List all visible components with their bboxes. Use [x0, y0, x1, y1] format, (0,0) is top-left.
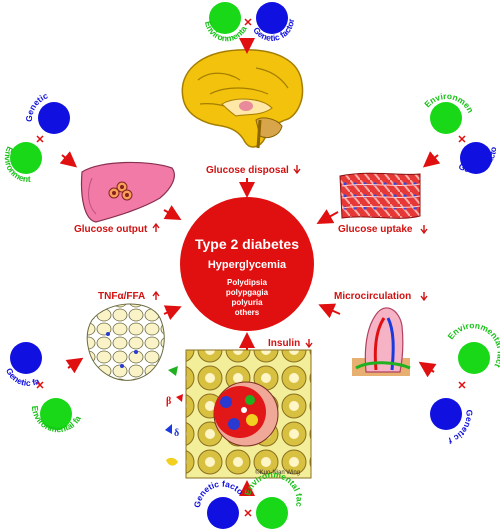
- environmental-factor-circle: [40, 398, 72, 430]
- microcirculation-label: Microcirculation: [334, 291, 411, 302]
- credit-text: ©Kuo-Nian Wing: [255, 469, 300, 476]
- genetic-factor-label: Genetic factors: [0, 0, 41, 388]
- genetic-factor-circle: [460, 142, 492, 174]
- brain-illustration: [181, 49, 304, 149]
- factor-pair-upper-left: Genetic factors Environmental factors ✕: [0, 0, 70, 184]
- arrow-muscle-to-center: [316, 209, 339, 224]
- arrow-microcirculation-to-center: [318, 303, 341, 319]
- genetic-factor-circle: [256, 2, 288, 34]
- center-subtitle: Hyperglycemia: [208, 259, 287, 271]
- environmental-factor-circle: [430, 102, 462, 134]
- interaction-x-icon: ✕: [35, 134, 44, 146]
- interaction-x-icon: ✕: [35, 380, 44, 392]
- arrow-fat-to-center: [163, 305, 182, 321]
- environmental-factor-circle: [209, 2, 241, 34]
- glucose-uptake-label: Glucose uptake: [338, 224, 413, 235]
- symptom-polyphagia: polypgagia: [226, 288, 269, 297]
- interaction-x-icon: ✕: [243, 508, 252, 520]
- arrow-factors-lower-left: [65, 357, 84, 374]
- environmental-factor-label: Environmental factors: [0, 0, 249, 44]
- type2-diabetes-center: Type 2 diabetes Hyperglycemia Polydipsia…: [180, 197, 314, 331]
- interaction-x-icon: ✕: [457, 380, 466, 392]
- environmental-factor-circle: [458, 342, 490, 374]
- organ-arrows: [163, 178, 341, 350]
- factor-pair-top: Environmental factors Genetic factors ✕: [0, 0, 296, 44]
- effect-labels: Glucose disposal Glucose output Glucose …: [74, 165, 428, 349]
- adipose-tissue-illustration: [86, 303, 165, 381]
- liver-illustration: [80, 161, 175, 223]
- arrow-factors-upper-right: [422, 151, 441, 168]
- genetic-factor-circle: [38, 102, 70, 134]
- symptom-polyuria: polyuria: [231, 298, 263, 307]
- pancreatic-islet-illustration: ©Kuo-Nian Wing: [185, 349, 312, 479]
- beta-cell-label: β: [166, 396, 171, 407]
- genetic-factor-circle: [10, 342, 42, 374]
- center-title: Type 2 diabetes: [195, 236, 299, 252]
- symptom-others: others: [235, 308, 260, 317]
- arrow-liver-to-center: [163, 205, 182, 220]
- delta-cell-label: δ: [174, 428, 179, 439]
- genetic-factor-label: Genetic factors: [0, 0, 49, 122]
- arrow-factors-lower-right: [418, 361, 437, 378]
- microcirculation-illustration: [352, 307, 411, 376]
- glucose-output-label: Glucose output: [74, 224, 148, 235]
- interaction-x-icon: ✕: [457, 134, 466, 146]
- glucose-disposal-label: Glucose disposal: [206, 165, 289, 176]
- islet-cell-markers: β δ: [165, 366, 183, 466]
- factor-pair-lower-left: Genetic factors Environmental factors ✕: [0, 0, 83, 434]
- genetic-factor-circle: [207, 497, 239, 529]
- environmental-factor-circle: [256, 497, 288, 529]
- genetic-factor-circle: [430, 398, 462, 430]
- tnf-ffa-label: TNFα/FFA: [98, 291, 145, 302]
- factor-arrows: [59, 38, 441, 496]
- insulin-label: Insulin: [268, 338, 300, 349]
- interaction-x-icon: ✕: [243, 17, 252, 29]
- muscle-illustration: [339, 172, 421, 219]
- environmental-factor-circle: [10, 142, 42, 174]
- arrow-factors-upper-left: [59, 151, 78, 168]
- symptom-polydipsia: Polydipsia: [227, 278, 268, 287]
